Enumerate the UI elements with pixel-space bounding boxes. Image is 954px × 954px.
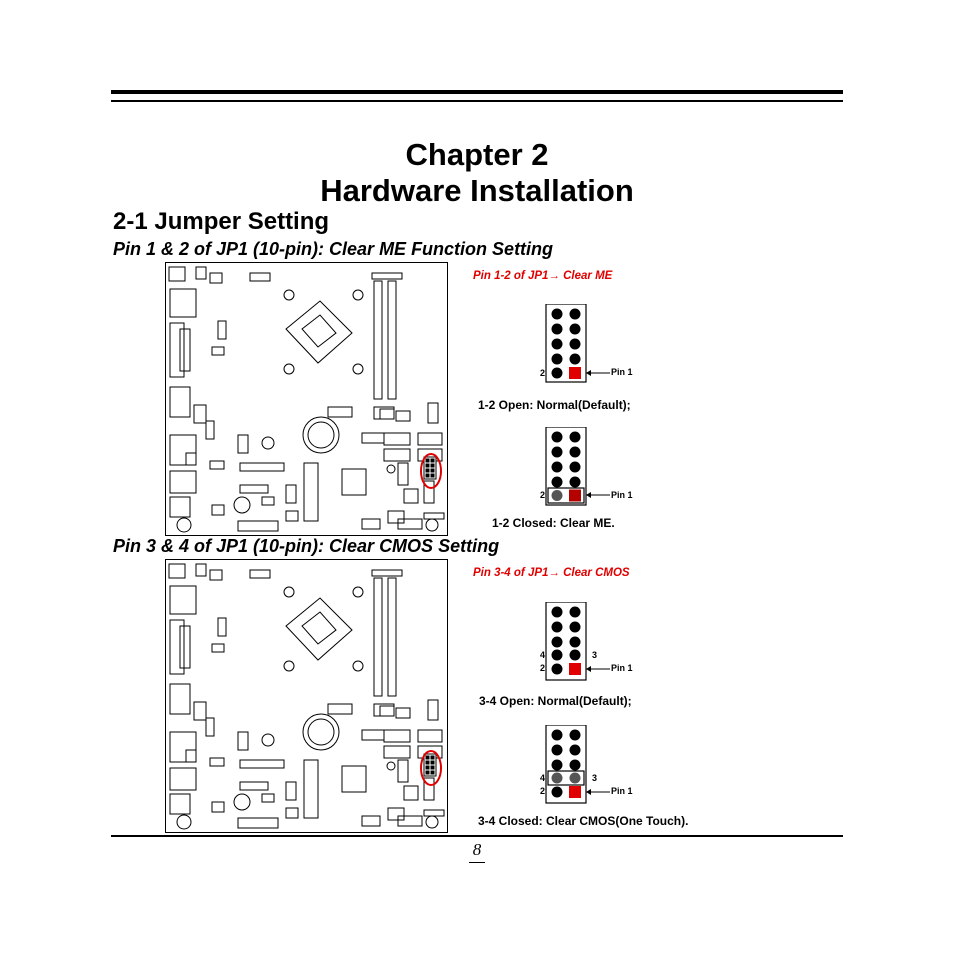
jumper-diagram-open-2 xyxy=(545,602,610,681)
chapter-number: Chapter 2 xyxy=(405,137,549,172)
jp1-clear-cmos-caption: Pin 3-4 of JP1→ Clear CMOS xyxy=(473,567,630,579)
jp1-highlight-oval xyxy=(420,453,442,489)
chapter-title: Hardware Installation xyxy=(320,173,634,208)
jumper-diagram-closed-1 xyxy=(545,427,610,506)
pin1-marker xyxy=(569,663,581,675)
pin-label-4: 4 xyxy=(540,650,546,660)
jp1-clear-me-caption: Pin 1-2 of JP1→ Clear ME xyxy=(473,270,613,282)
header-rule-thick xyxy=(111,90,843,94)
pin1-marker xyxy=(569,489,581,502)
pin1-label: Pin 1 xyxy=(611,367,633,377)
footer-rule xyxy=(111,835,843,837)
pin-label-3: 3 xyxy=(592,773,598,783)
pin-label-3: 3 xyxy=(592,650,598,660)
jumper-diagram-closed-2 xyxy=(545,725,610,804)
pin-label-2: 2 xyxy=(540,663,546,673)
open-caption-1: 1-2 Open: Normal(Default); xyxy=(478,398,631,412)
open-caption-2: 3-4 Open: Normal(Default); xyxy=(479,694,632,708)
page-number: 8 xyxy=(472,840,482,859)
pin-label-2: 2 xyxy=(540,368,546,378)
pin-label-2: 2 xyxy=(540,786,546,796)
section-title: 2-1 Jumper Setting xyxy=(113,208,330,235)
jumper-diagram-open-1 xyxy=(545,304,610,383)
subheading-clear-me: Pin 1 & 2 of JP1 (10-pin): Clear ME Func… xyxy=(113,239,554,259)
pin1-label: Pin 1 xyxy=(611,490,633,500)
motherboard-layout xyxy=(168,266,445,533)
header-rule-thin xyxy=(111,100,843,102)
jp1-highlight-oval xyxy=(420,750,442,786)
page-number-underline xyxy=(469,862,485,863)
subheading-clear-cmos: Pin 3 & 4 of JP1 (10-pin): Clear CMOS Se… xyxy=(113,536,500,556)
pin1-label: Pin 1 xyxy=(611,663,633,673)
closed-caption-1: 1-2 Closed: Clear ME. xyxy=(492,516,615,530)
pin-label-2: 2 xyxy=(540,490,546,500)
closed-caption-2: 3-4 Closed: Clear CMOS(One Touch). xyxy=(478,814,689,828)
pin-label-4: 4 xyxy=(540,773,546,783)
motherboard-diagram xyxy=(165,262,448,536)
motherboard-layout xyxy=(168,563,445,830)
pin1-label: Pin 1 xyxy=(611,786,633,796)
motherboard-diagram xyxy=(165,559,448,833)
pin1-marker xyxy=(569,367,581,379)
pin1-marker xyxy=(569,786,581,798)
